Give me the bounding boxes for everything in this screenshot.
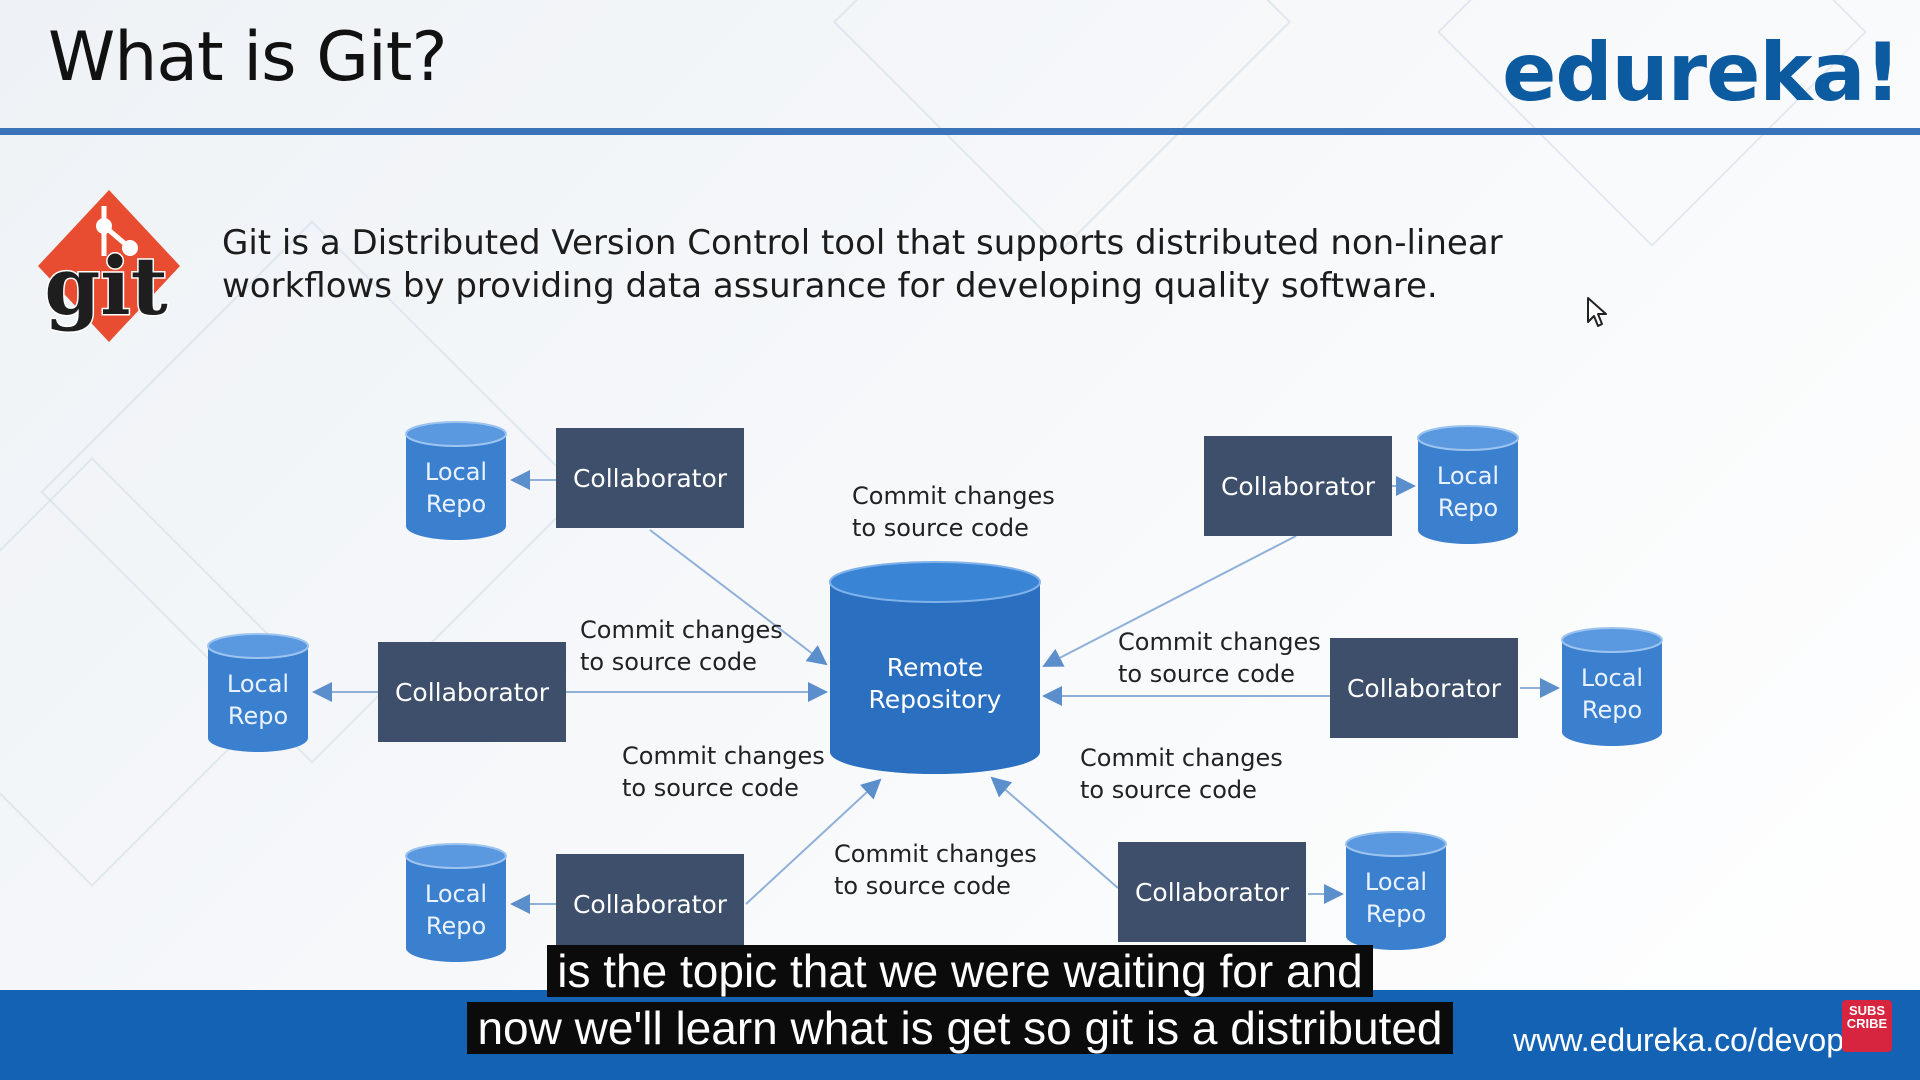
arrow-to-remote [1042,535,1297,667]
commit-label-line-2: to source code [834,872,1011,900]
git-logo: git [34,186,184,346]
local-repo-label-1: Local [1436,462,1500,490]
local-repo: Local Repo [404,420,508,542]
arrow-to-remote [745,778,882,905]
title-divider [0,128,1920,135]
git-logo-text: git [44,239,167,333]
local-repo: Local Repo [1560,626,1664,748]
local-repo-label-2: Repo [1437,494,1499,522]
edureka-logo: edureka! [1502,26,1901,119]
commit-label-line-1: Commit changes [1080,744,1283,772]
local-repo-label-2: Repo [425,490,487,518]
arrow-to-remote [990,776,1119,889]
local-repo: Local Repo [206,632,310,754]
subtitle-text-2: now we'll learn what is get so git is a … [467,1002,1453,1054]
arrow-to-remote [649,529,828,666]
subtitle-line-1: is the topic that we were waiting for an… [0,943,1920,999]
local-repo-label-2: Repo [1365,900,1427,928]
remote-repository-label-1: Remote [886,653,984,682]
collaborator-box: Collaborator [556,854,744,954]
local-repo: Local Repo [404,842,508,964]
commit-label-line-2: to source code [622,774,799,802]
commit-label: Commit changes to source code [1118,626,1321,690]
collaborator-box: Collaborator [1330,638,1518,738]
footer-url: www.edureka.co/devops [1513,1022,1860,1058]
commit-label: Commit changes to source code [852,480,1055,544]
commit-label-line-1: Commit changes [834,840,1037,868]
commit-label: Commit changes to source code [580,614,783,678]
commit-label-line-2: to source code [852,514,1029,542]
mouse-cursor-icon [1586,296,1608,333]
remote-repository: Remote Repository [828,560,1042,778]
commit-label: Commit changes to source code [834,838,1037,902]
commit-label-line-1: Commit changes [622,742,825,770]
local-repo-label-2: Repo [425,912,487,940]
subtitle-text-1: is the topic that we were waiting for an… [547,945,1373,997]
local-repo-label-1: Local [1580,664,1644,692]
commit-label: Commit changes to source code [1080,742,1283,806]
local-repo-label-2: Repo [1581,696,1643,724]
local-repo-label-1: Local [424,880,488,908]
local-repo: Local Repo [1344,830,1448,952]
remote-repository-label-2: Repository [868,685,1002,714]
commit-label-line-2: to source code [1118,660,1295,688]
local-repo: Local Repo [1416,424,1520,546]
collaborator-box: Collaborator [378,642,566,742]
commit-label: Commit changes to source code [622,740,825,804]
local-repo-label-2: Repo [227,702,289,730]
subscribe-button[interactable]: SUBS CRIBE [1842,1000,1892,1052]
collaborator-box: Collaborator [556,428,744,528]
commit-label-line-2: to source code [580,648,757,676]
local-repo-label-1: Local [1364,868,1428,896]
collaborator-box: Collaborator [1118,842,1306,942]
commit-label-line-1: Commit changes [1118,628,1321,656]
collaborator-box: Collaborator [1204,436,1392,536]
commit-label-line-1: Commit changes [580,616,783,644]
git-description: Git is a Distributed Version Control too… [222,223,1503,306]
commit-label-line-1: Commit changes [852,482,1055,510]
slide-title: What is Git? [48,18,448,97]
commit-label-line-2: to source code [1080,776,1257,804]
local-repo-label-1: Local [226,670,290,698]
subtitle-line-2: now we'll learn what is get so git is a … [0,1000,1920,1056]
local-repo-label-1: Local [424,458,488,486]
